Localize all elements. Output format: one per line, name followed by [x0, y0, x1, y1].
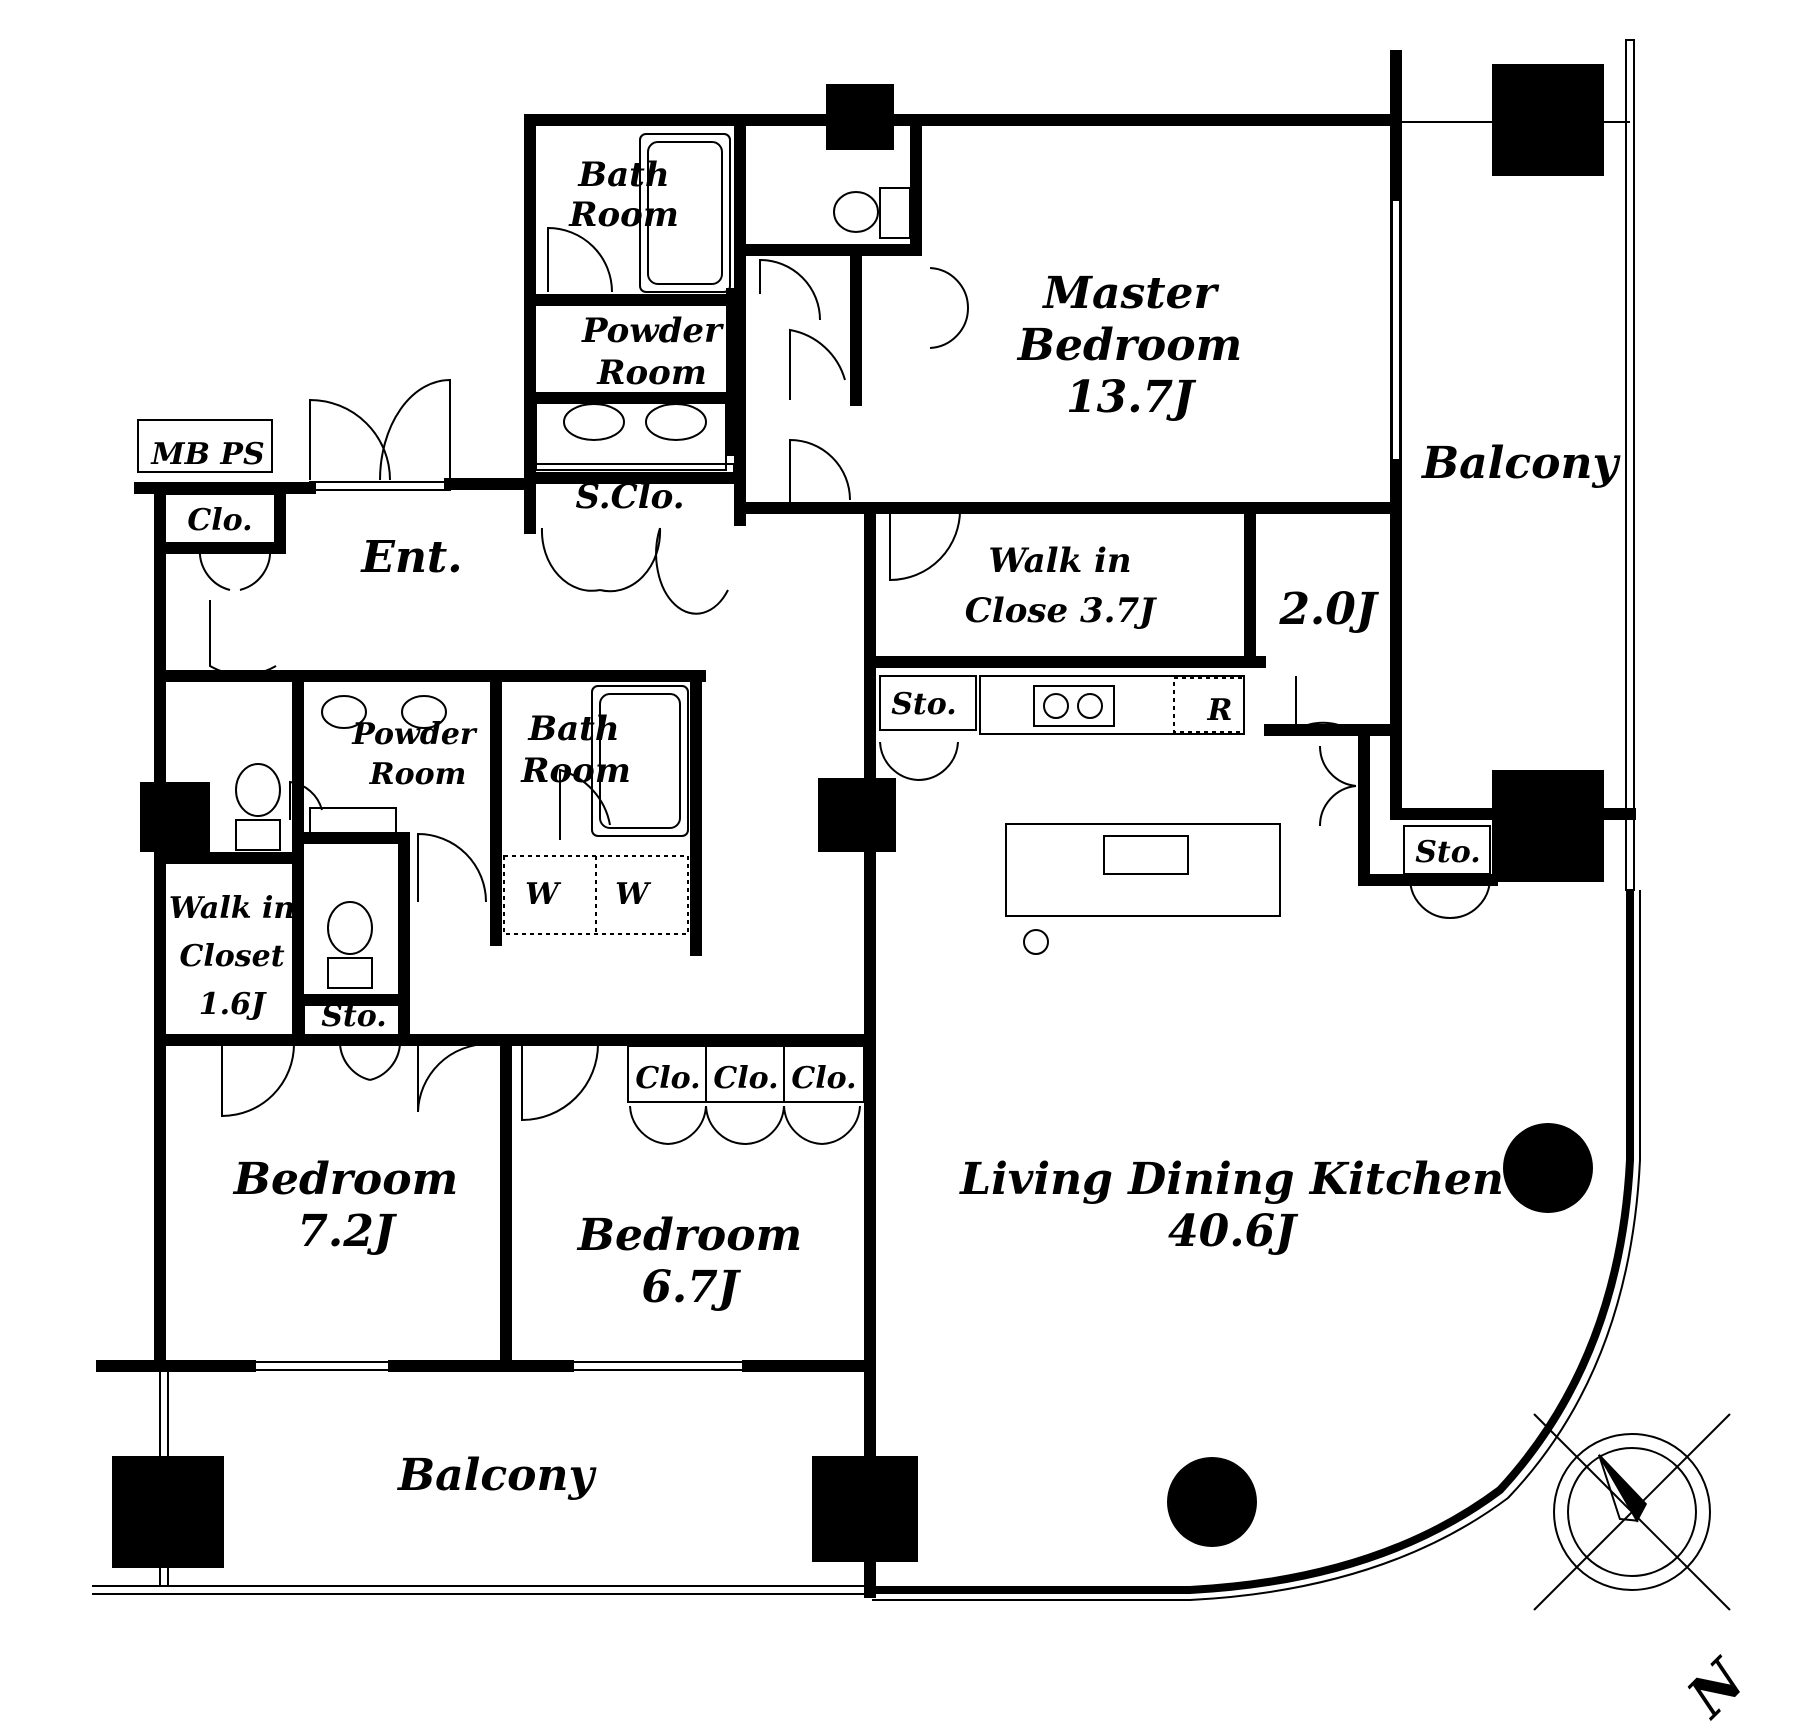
- label-refrigerator: R: [1207, 693, 1233, 728]
- label-balcony-east: Balcony: [1420, 438, 1622, 489]
- toilet-hall: [327, 901, 373, 955]
- label-bedroom1-1: Bedroom: [232, 1154, 458, 1205]
- column-center: [818, 778, 896, 852]
- kitchen-island: [1005, 823, 1281, 917]
- label-powder-top-1: Powder: [581, 311, 724, 351]
- label-clo-ent: Clo.: [187, 503, 252, 538]
- label-ldk-1: Living Dining Kitchen: [958, 1154, 1504, 1205]
- label-bath-mid-2: Room: [520, 751, 631, 791]
- label-powder-mid-2: Room: [369, 757, 467, 792]
- door-ent-1: [309, 398, 391, 481]
- toilet-west: [235, 763, 281, 817]
- label-powder-mid-1: Powder: [351, 717, 478, 752]
- label-mb-ps: MB PS: [150, 437, 264, 472]
- label-sto-hall: Sto.: [321, 999, 386, 1034]
- label-bath-top-1: Bath: [577, 155, 669, 195]
- compass-n-label: N: [1674, 1646, 1760, 1730]
- label-walkin-closet-1: Walk in: [169, 891, 295, 926]
- sink-upper-2: [645, 403, 707, 441]
- fixtures: [235, 133, 1281, 989]
- label-powder-top-2: Room: [596, 353, 707, 393]
- label-master-3: 13.7J: [1066, 372, 1197, 423]
- column-e: [1492, 770, 1604, 882]
- label-ldk-2: 40.6J: [1168, 1206, 1299, 1257]
- column-w: [140, 782, 210, 852]
- room-labels: Master Bedroom 13.7J Bath Room Powder Ro…: [150, 155, 1759, 1730]
- label-2j: 2.0J: [1278, 584, 1380, 635]
- label-walkin-closet-3: 1.6J: [199, 987, 267, 1022]
- thin-walls: [92, 39, 1641, 1601]
- label-clo-3: Clo.: [791, 1061, 856, 1096]
- refrigerator-space: [1173, 677, 1245, 733]
- label-ent: Ent.: [359, 532, 462, 583]
- column-ne: [1492, 64, 1604, 176]
- label-washer-left: W: [525, 877, 562, 912]
- label-bath-mid-1: Bath: [527, 709, 619, 749]
- round-column-2: [1167, 1457, 1257, 1547]
- label-walkin-close-2: Close 3.7J: [965, 591, 1157, 631]
- toilet-upper: [833, 191, 879, 233]
- label-sto-east: Sto.: [1415, 835, 1480, 870]
- label-clo-2: Clo.: [713, 1061, 778, 1096]
- label-sto-kitchen: Sto.: [891, 687, 956, 722]
- label-s-clo: S.Clo.: [575, 477, 684, 517]
- stool: [1023, 929, 1049, 955]
- sink-upper-1: [563, 403, 625, 441]
- label-walkin-closet-2: Closet: [179, 939, 284, 974]
- label-bedroom1-2: 7.2J: [297, 1206, 398, 1257]
- label-master-2: Bedroom: [1016, 320, 1242, 371]
- door-bedroom-1: [221, 1043, 295, 1118]
- door-bedroom-2: [521, 1043, 599, 1122]
- column-top: [826, 84, 894, 150]
- label-clo-1: Clo.: [635, 1061, 700, 1096]
- door-ent-2: [379, 378, 451, 481]
- sink-mid-1: [321, 695, 367, 729]
- label-bedroom2-1: Bedroom: [576, 1210, 802, 1261]
- doors: [159, 226, 1491, 1146]
- label-bedroom2-2: 6.7J: [641, 1262, 742, 1313]
- label-master-1: Master: [1041, 268, 1219, 319]
- compass-rose: [1533, 1413, 1731, 1611]
- bathtub-mid: [591, 685, 689, 837]
- label-bath-top-2: Room: [568, 195, 679, 235]
- bathtub-upper: [639, 133, 731, 293]
- round-column-1: [1503, 1123, 1593, 1213]
- sink-mid-2: [401, 695, 447, 729]
- label-balcony-south: Balcony: [396, 1450, 598, 1501]
- label-walkin-close-1: Walk in: [988, 541, 1131, 581]
- label-washer-right: W: [615, 877, 652, 912]
